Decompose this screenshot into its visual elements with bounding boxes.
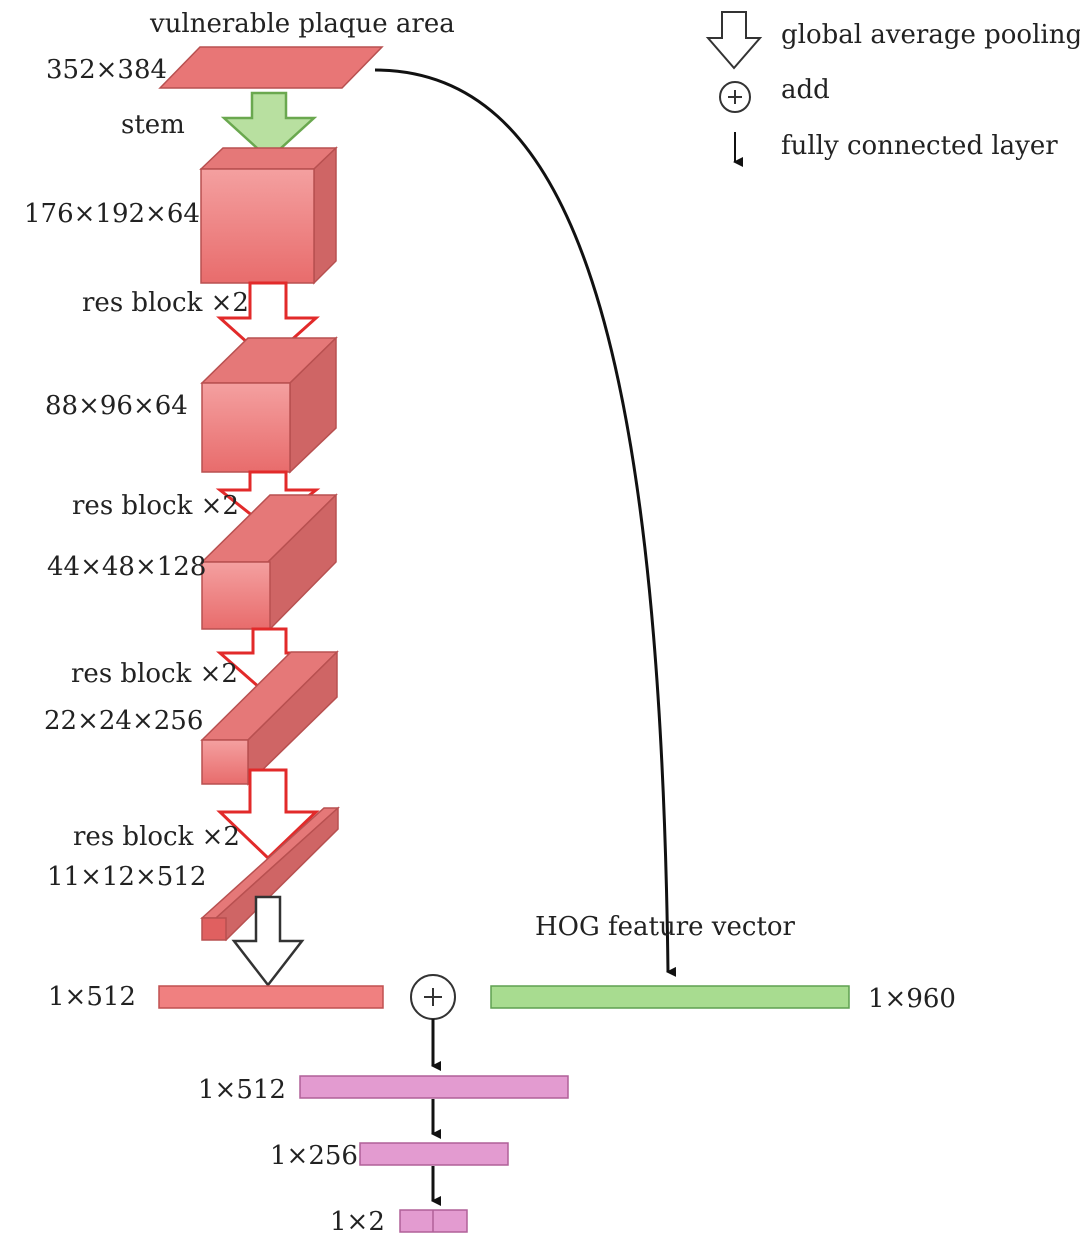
- res-block-label-4: res block ×2: [73, 822, 240, 852]
- fc-layer-1: [299, 1075, 569, 1099]
- fc-layer-size-2: 1×256: [270, 1141, 358, 1171]
- diagram-title: vulnerable plaque area: [149, 9, 455, 39]
- gap-legend-icon: [705, 11, 763, 70]
- legend-add-label: add: [781, 75, 830, 105]
- res-block-label-1: res block ×2: [82, 288, 249, 318]
- stem-label: stem: [121, 110, 185, 140]
- input-size-label: 352×384: [46, 55, 167, 85]
- gap-arrow: [231, 895, 305, 988]
- res-block-label-2: res block ×2: [72, 491, 239, 521]
- hog-label: HOG feature vector: [535, 912, 796, 942]
- res-block-label-3: res block ×2: [71, 659, 238, 689]
- feature-map-size-3: 44×48×128: [47, 552, 206, 582]
- add-operator-icon: [410, 974, 456, 1020]
- cnn-vector-size: 1×512: [48, 982, 136, 1012]
- feature-map-size-5: 11×12×512: [47, 862, 206, 892]
- input-plane: [158, 46, 384, 89]
- legend: global average pooling add fully connect…: [705, 11, 1080, 167]
- add-legend-icon: [719, 81, 751, 113]
- feature-block-4: [200, 650, 339, 786]
- feature-block-2: [200, 336, 338, 474]
- feature-map-size-1: 176×192×64: [24, 199, 200, 229]
- fc-layer-size-3: 1×2: [330, 1207, 385, 1237]
- hog-vector-size: 1×960: [868, 984, 956, 1014]
- hog-connection-curve: [374, 68, 677, 977]
- feature-block-5: [200, 806, 340, 942]
- fc-layer-2: [359, 1142, 509, 1166]
- feature-block-3: [200, 493, 338, 631]
- feature-map-size-4: 22×24×256: [44, 706, 203, 736]
- cnn-feature-vector: [158, 985, 384, 1009]
- res-block-arrow-4: [216, 768, 320, 861]
- feature-map-size-2: 88×96×64: [45, 391, 188, 421]
- legend-fc-label: fully connected layer: [781, 131, 1058, 161]
- legend-gap-label: global average pooling: [781, 20, 1080, 50]
- feature-block-1: [199, 146, 338, 285]
- fc-layer-size-1: 1×512: [198, 1075, 286, 1105]
- hog-feature-vector: [490, 985, 850, 1009]
- stem-arrow: [220, 91, 318, 161]
